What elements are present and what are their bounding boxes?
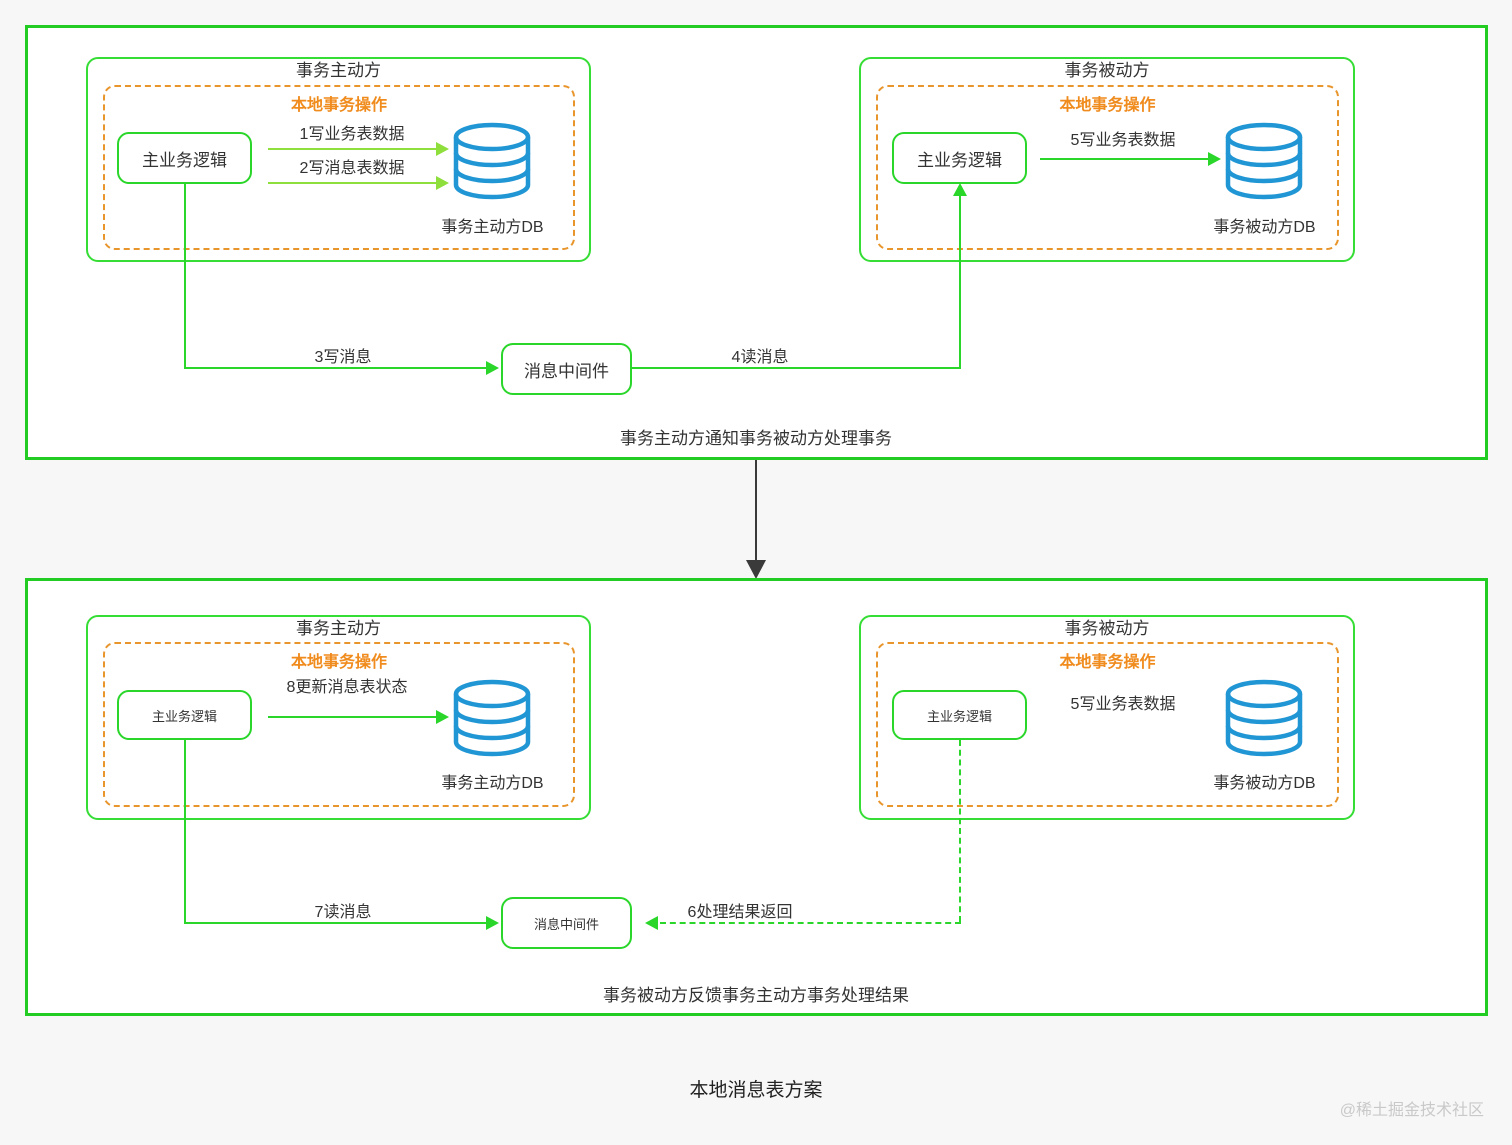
edge-label-2: 2写消息表数据 <box>299 160 405 177</box>
db-caption-top-left: 事务主动方DB <box>441 219 544 236</box>
dashed-box-bottom-left: 本地事务操作 <box>103 642 575 807</box>
flow-3-horizontal <box>184 367 487 369</box>
flow-6-vertical <box>959 740 961 922</box>
dashed-title-top-left: 本地事务操作 <box>290 97 387 114</box>
edge-line-8 <box>268 716 438 718</box>
arrow-down-icon <box>746 560 766 579</box>
flow-4-horizontal <box>632 367 961 369</box>
dashed-box-bottom-right: 本地事务操作 <box>876 642 1339 807</box>
flow-3-vertical <box>184 184 186 367</box>
node-business-logic-top-left[interactable]: 主业务逻辑 <box>117 132 252 184</box>
dashed-title-bottom-left: 本地事务操作 <box>290 654 387 671</box>
edge-arrowhead-1 <box>436 142 449 156</box>
database-icon-bottom-left <box>453 679 531 757</box>
edge-label-1: 1写业务表数据 <box>299 126 405 143</box>
dashed-box-top-right: 本地事务操作 <box>876 85 1339 250</box>
node-message-middleware-bottom[interactable]: 消息中间件 <box>501 897 632 949</box>
flow-label-4: 4读消息 <box>731 349 789 366</box>
flow-7-arrowhead <box>486 916 499 930</box>
flow-label-7: 7读消息 <box>314 904 372 921</box>
watermark: @稀土掘金技术社区 <box>1339 1102 1484 1119</box>
flow-6-horizontal <box>660 922 961 924</box>
edge-line-5-top <box>1040 158 1210 160</box>
dashed-title-top-right: 本地事务操作 <box>1059 97 1156 114</box>
database-icon-bottom-right <box>1225 679 1303 757</box>
flow-7-horizontal <box>184 922 487 924</box>
node-business-logic-bottom-right[interactable]: 主业务逻辑 <box>892 690 1027 740</box>
edge-arrowhead-5-top <box>1208 152 1221 166</box>
page-title: 本地消息表方案 <box>689 1080 823 1101</box>
edge-line-1 <box>268 148 438 150</box>
dashed-box-top-left: 本地事务操作 <box>103 85 575 250</box>
party-title-top-left: 事务主动方 <box>296 61 381 80</box>
edge-line-2 <box>268 182 438 184</box>
flow-3-arrowhead <box>486 361 499 375</box>
section-caption-bottom: 事务被动方反馈事务主动方事务处理结果 <box>603 986 909 1005</box>
node-label: 主业务逻辑 <box>917 150 1002 170</box>
node-label: 消息中间件 <box>533 916 599 932</box>
flow-4-arrowhead <box>953 183 967 196</box>
edge-label-5-top: 5写业务表数据 <box>1070 132 1176 149</box>
edge-label-5-bottom: 5写业务表数据 <box>1070 696 1176 713</box>
edge-arrowhead-8 <box>436 710 449 724</box>
section-connector-line <box>755 460 757 564</box>
node-business-logic-top-right[interactable]: 主业务逻辑 <box>892 132 1027 184</box>
flow-label-6: 6处理结果返回 <box>687 904 793 921</box>
flow-6-arrowhead <box>645 916 658 930</box>
database-icon-top-right <box>1225 122 1303 200</box>
party-title-top-right: 事务被动方 <box>1064 61 1150 80</box>
flow-4-vertical <box>959 195 961 367</box>
edge-arrowhead-2 <box>436 176 449 190</box>
edge-label-8: 8更新消息表状态 <box>286 679 408 696</box>
party-title-bottom-right: 事务被动方 <box>1064 619 1150 638</box>
party-title-bottom-left: 事务主动方 <box>296 619 381 638</box>
db-caption-bottom-right: 事务被动方DB <box>1213 775 1316 792</box>
node-label: 主业务逻辑 <box>151 708 217 724</box>
db-caption-top-right: 事务被动方DB <box>1213 219 1316 236</box>
node-business-logic-bottom-left[interactable]: 主业务逻辑 <box>117 690 252 740</box>
node-label: 主业务逻辑 <box>142 150 227 170</box>
flow-label-3: 3写消息 <box>314 349 372 366</box>
flow-7-vertical <box>184 740 186 922</box>
db-caption-bottom-left: 事务主动方DB <box>441 775 544 792</box>
section-caption-top: 事务主动方通知事务被动方处理事务 <box>620 429 892 448</box>
node-label: 主业务逻辑 <box>926 708 992 724</box>
database-icon-top-left <box>453 122 531 200</box>
node-message-middleware-top[interactable]: 消息中间件 <box>501 343 632 395</box>
dashed-title-bottom-right: 本地事务操作 <box>1059 654 1156 671</box>
node-label: 消息中间件 <box>524 361 609 381</box>
